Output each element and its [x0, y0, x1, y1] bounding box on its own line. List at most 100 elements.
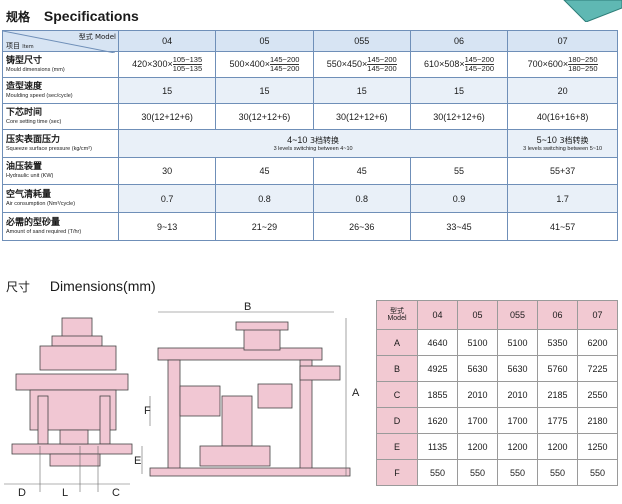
dims-model-header: 型式 Model	[376, 300, 418, 330]
dims-cell: 5100	[497, 329, 538, 356]
pressure-a-main: 4~10	[287, 135, 308, 145]
mould-04-base: 420×300×	[132, 58, 173, 69]
speed-04: 15	[117, 77, 217, 104]
pressure-a-cn: 3档转换	[309, 136, 340, 145]
hydraulic-05: 45	[215, 157, 314, 185]
sand-055: 26~36	[312, 212, 411, 241]
dims-cell: 1250	[577, 433, 618, 460]
label-pressure-cn: 压实表面压力	[6, 134, 61, 145]
dims-cell: 1200	[537, 433, 578, 460]
label-mould-en: Mould dimensions (mm)	[6, 66, 65, 73]
speed-07: 20	[507, 77, 618, 104]
dims-cell: 550	[577, 459, 618, 486]
dims-cell: 5630	[497, 355, 538, 382]
dims-row-label: B	[376, 355, 418, 382]
dims-row-e: E 1135 1200 1200 1200 1250	[376, 433, 618, 460]
sand-06: 33~45	[409, 212, 509, 241]
sand-04: 9~13	[117, 212, 217, 241]
mould-07-bottom: 180~250	[568, 64, 598, 73]
dims-cell: 2550	[577, 381, 618, 408]
item-label-cn: 项目	[6, 42, 20, 50]
dims-cell: 550	[457, 459, 498, 486]
hydraulic-06: 55	[409, 157, 509, 185]
spec-title-en: Specifications	[43, 8, 139, 24]
speed-06: 15	[409, 77, 509, 104]
dims-cell: 1700	[457, 407, 498, 434]
mould-05-bottom: 145~200	[270, 64, 300, 73]
dims-cell: 1855	[417, 381, 458, 408]
dims-cell: 4640	[417, 329, 458, 356]
drawing-label-b: B	[244, 301, 251, 313]
hydraulic-055: 45	[312, 157, 411, 185]
drawing-label-l: L	[62, 487, 68, 499]
label-sand-cn: 必需的型砂量	[6, 217, 61, 228]
mould-06-top: 145~200	[464, 55, 495, 65]
model-col-05: 05	[215, 30, 314, 52]
diagonal-line	[3, 31, 115, 53]
mould-05-base: 500×400×	[229, 58, 270, 69]
dims-row-c: C 1855 2010 2010 2185 2550	[376, 381, 618, 408]
model-label-en: Model	[94, 33, 116, 41]
machine-front-view	[149, 321, 351, 477]
core-055: 30(12+12+6)	[312, 103, 411, 130]
core-06: 30(12+12+6)	[409, 103, 509, 130]
spec-title-cn: 规格	[6, 10, 31, 24]
dims-col-055: 055	[497, 300, 538, 330]
label-speed-cn: 造型速度	[6, 81, 43, 92]
dims-cell: 550	[497, 459, 538, 486]
dims-cell: 2180	[577, 407, 618, 434]
dims-cell: 5630	[457, 355, 498, 382]
dims-cell: 550	[537, 459, 578, 486]
hydraulic-04: 30	[117, 157, 217, 185]
mould-07-top: 180~250	[568, 55, 598, 65]
drawing-label-c: C	[112, 487, 120, 499]
model-col-06: 06	[409, 30, 509, 52]
dims-cell: 2185	[537, 381, 578, 408]
label-speed-en: Moulding speed (sec/cycle)	[6, 92, 73, 99]
mould-07-base: 700×600×	[527, 58, 569, 69]
dims-row-label: A	[376, 329, 418, 356]
pressure-07: 5~10 3档转换 3 levels switching between 5~1…	[507, 129, 618, 158]
item-label-en: Item	[22, 44, 34, 50]
dims-cell: 6200	[577, 329, 618, 356]
corner-decoration	[563, 0, 622, 22]
mould-05-top: 145~200	[270, 55, 300, 65]
mould-055-bottom: 145~200	[367, 64, 397, 73]
dims-cell: 550	[417, 459, 458, 486]
dims-row-label: F	[376, 459, 418, 486]
drawing-label-e: E	[134, 455, 141, 467]
dims-cell: 7225	[577, 355, 618, 382]
label-sand-en: Amount of sand required (T/hr)	[6, 228, 82, 235]
label-mould-cn: 铸型尺寸	[6, 55, 43, 66]
dims-row-label: C	[376, 381, 418, 408]
speed-055: 15	[312, 77, 411, 104]
dims-row-a: A 4640 5100 5100 5350 6200	[376, 329, 618, 356]
label-core-cn: 下芯时间	[6, 107, 43, 118]
dims-col-05: 05	[457, 300, 498, 330]
mould-06-bottom: 145~200	[464, 64, 495, 73]
spec-title: 规格 Specifications	[6, 8, 139, 25]
dims-cell: 1620	[417, 407, 458, 434]
model-col-04: 04	[117, 30, 217, 52]
speed-05: 15	[215, 77, 314, 104]
pressure-a-en: 3 levels switching between 4~10	[273, 146, 353, 152]
dims-col-07: 07	[577, 300, 618, 330]
mould-04-bottom: 105~135	[172, 64, 203, 73]
label-core-en: Core setting time (sec)	[6, 118, 62, 125]
core-05: 30(12+12+6)	[215, 103, 314, 130]
